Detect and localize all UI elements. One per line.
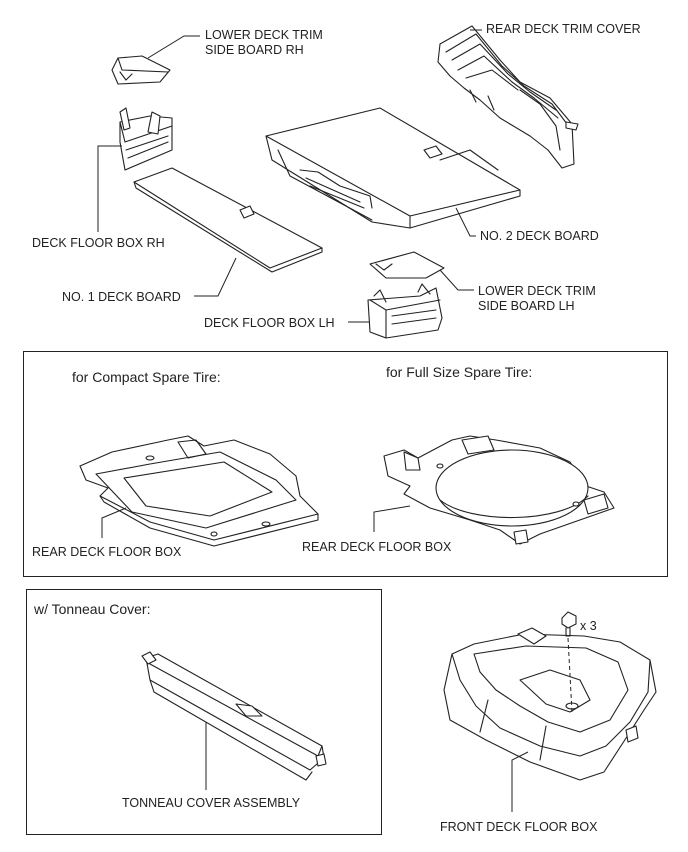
- label-tonneau-cover-assembly: TONNEAU COVER ASSEMBLY: [122, 796, 301, 810]
- label-deck-floor-box-lh: DECK FLOOR BOX LH: [204, 316, 335, 330]
- label-lower-deck-trim-lh: LOWER DECK TRIM SIDE BOARD LH: [478, 284, 596, 314]
- tonneau-cover-assembly-part: [142, 652, 326, 780]
- label-rear-deck-floor-box-compact: REAR DECK FLOOR BOX: [32, 545, 182, 559]
- label-lower-deck-trim-rh-line1: LOWER DECK TRIM: [205, 28, 323, 42]
- label-lower-deck-trim-rh: LOWER DECK TRIM SIDE BOARD RH: [205, 28, 323, 58]
- leader-rear-floor-full: [374, 506, 410, 532]
- rear-deck-floor-box-full-part: [384, 436, 614, 544]
- no1-deck-board-part: [134, 168, 322, 272]
- deck-floor-box-lh-part: [368, 284, 442, 338]
- header-compact-spare-tire: for Compact Spare Tire:: [72, 369, 221, 385]
- label-lower-deck-trim-lh-line1: LOWER DECK TRIM: [478, 284, 596, 298]
- bolt-part: [562, 612, 576, 636]
- bolt-install-axis: [568, 638, 572, 712]
- header-tonneau-cover: w/ Tonneau Cover:: [34, 601, 151, 617]
- label-front-deck-floor-box: FRONT DECK FLOOR BOX: [440, 820, 598, 834]
- leader-front-floor: [512, 752, 528, 812]
- label-no2-deck-board: NO. 2 DECK BOARD: [480, 229, 599, 243]
- label-rear-deck-floor-box-full: REAR DECK FLOOR BOX: [302, 540, 452, 554]
- leader-rear-floor-compact: [102, 508, 126, 538]
- label-lower-deck-trim-rh-line2: SIDE BOARD RH: [205, 43, 304, 57]
- lower-deck-trim-side-board-lh-part: [370, 252, 444, 278]
- spare-tire-variants-frame: [23, 351, 668, 577]
- label-lower-deck-trim-lh-line2: SIDE BOARD LH: [478, 299, 575, 313]
- leader-no1-deck-board: [194, 258, 236, 296]
- header-full-size-spare-tire: for Full Size Spare Tire:: [386, 364, 533, 380]
- leader-lower-deck-trim-rh: [148, 36, 200, 58]
- rear-deck-trim-cover-part: [438, 26, 578, 168]
- tonneau-cover-frame: [26, 589, 382, 835]
- label-deck-floor-box-rh: DECK FLOOR BOX RH: [32, 236, 165, 250]
- leader-no2-deck-board: [456, 208, 476, 236]
- deck-floor-box-rh-part: [120, 108, 172, 170]
- label-no1-deck-board: NO. 1 DECK BOARD: [62, 290, 181, 304]
- lower-deck-trim-side-board-rh-part: [112, 56, 170, 84]
- leader-lower-deck-trim-lh: [440, 270, 474, 290]
- no2-deck-board-part: [266, 108, 520, 228]
- front-deck-floor-box-part: [444, 628, 656, 780]
- label-rear-deck-trim-cover: REAR DECK TRIM COVER: [486, 22, 641, 36]
- leader-deck-floor-box-rh: [98, 146, 122, 232]
- label-bolt-qty: x 3: [580, 619, 597, 633]
- rear-deck-floor-box-compact-part: [80, 436, 318, 546]
